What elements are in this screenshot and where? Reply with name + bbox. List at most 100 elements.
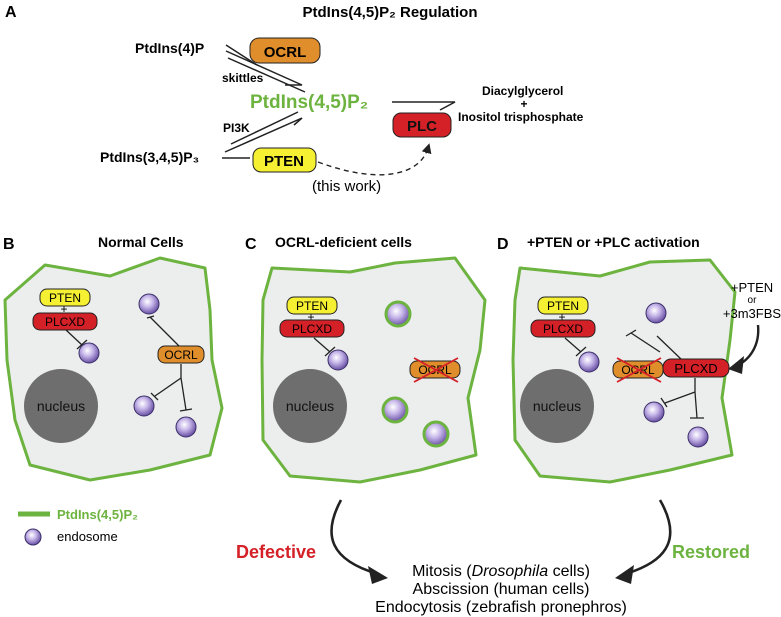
panel-a-title: PtdIns(4,5)P₂ Regulation	[302, 4, 477, 21]
restored-arrowhead	[615, 565, 634, 584]
panel-b-title: Normal Cells	[98, 234, 184, 250]
plcxd-activated-label: PLCXD	[674, 361, 717, 376]
inhibition-line	[65, 329, 88, 350]
plcxd-label: PLCXD	[292, 322, 332, 336]
inhibition-lines	[660, 378, 704, 419]
treatment-3m3fbs: +3m3FBS	[723, 306, 781, 321]
panel-c: C OCRL-deficient cells nucleus PTEN + PL…	[245, 234, 487, 484]
pi3k-harpoon-arrow	[224, 117, 303, 153]
pip2-legend-label: PtdIns(4,5)P₂	[57, 507, 138, 522]
endosome-legend-label: endosome	[57, 529, 118, 544]
ocrl-harpoon-line	[225, 44, 258, 66]
ocrl-box	[249, 37, 321, 64]
this-work-label: (this work)	[312, 178, 381, 195]
endosome	[175, 416, 197, 438]
plus-label: +	[60, 302, 67, 316]
nucleus-label: nucleus	[286, 398, 334, 414]
treatment-arrowhead	[728, 356, 744, 374]
pip2-coated-endosome	[381, 396, 409, 424]
outcome-mitosis: Mitosis (Drosophila cells)	[412, 563, 590, 580]
plus-label: +	[307, 310, 314, 324]
pi3k-harpoon-line	[230, 111, 299, 145]
endosome	[643, 401, 665, 423]
panel-c-title: OCRL-deficient cells	[275, 234, 412, 250]
endosome	[138, 293, 160, 315]
ocrl-box	[157, 345, 205, 364]
endosome-legend-swatch	[24, 528, 42, 546]
nucleus-label: nucleus	[37, 398, 85, 414]
deleted-cross	[413, 357, 459, 383]
plc-label: PLC	[407, 118, 437, 135]
products-diacylglycerol: Diacylglycerol	[482, 84, 563, 98]
restored-label: Restored	[672, 542, 750, 562]
pip2-label: PtdIns(4,5)P₂	[250, 92, 368, 113]
outcome-endocytosis: Endocytosis (zebrafish pronephros)	[375, 599, 627, 616]
panel-d-title: +PTEN or +PLC activation	[527, 234, 700, 250]
ocrl-label: OCRL	[164, 348, 198, 362]
nucleus	[24, 369, 98, 443]
deleted-cross	[616, 357, 662, 383]
products-inositol: Inositol trisphosphate	[458, 110, 584, 124]
pten-box	[286, 296, 338, 315]
panel-d-letter: D	[497, 236, 509, 253]
pten-box	[252, 147, 317, 173]
inhibition-line	[564, 337, 587, 357]
outcome: Defective Restored Mitosis (Drosophila c…	[236, 499, 750, 616]
panel-b: B Normal Cells nucleus PTEN + PLCXD OCRL	[3, 234, 224, 482]
defective-arrow	[330, 499, 379, 576]
panel-c-letter: C	[245, 236, 257, 253]
pi4p-label: PtdIns(4)P	[135, 40, 204, 56]
pten-plc-dashed-arrow	[317, 143, 432, 176]
plcxd-activated-box	[662, 358, 730, 378]
inhibition-lines	[150, 364, 193, 412]
restored-arrow	[624, 499, 672, 576]
pten-box	[537, 296, 589, 315]
plcxd-box	[32, 312, 98, 331]
endosome	[687, 426, 709, 448]
plc-harpoon	[392, 101, 456, 111]
legend: PtdIns(4,5)P₂ endosome	[18, 507, 138, 546]
pi3k-label: PI3K	[223, 121, 250, 135]
pip2-coated-endosome	[422, 420, 450, 448]
plus-label: +	[558, 310, 565, 324]
panel-b-letter: B	[3, 236, 15, 253]
plcxd-label: PLCXD	[45, 315, 85, 329]
inhibition-line	[313, 337, 336, 357]
treatment-or: or	[748, 295, 758, 306]
nucleus	[520, 369, 594, 443]
panel-a-letter: A	[5, 4, 17, 21]
pten-label: PTEN	[296, 299, 328, 313]
ocrl-label: OCRL	[264, 44, 307, 61]
pip3-label: PtdIns(3,4,5)P₃	[100, 149, 199, 165]
pten-label: PTEN	[264, 153, 304, 170]
plc-box	[392, 112, 452, 138]
pten-label: PTEN	[547, 299, 579, 313]
pip2-coated-endosome	[384, 300, 412, 328]
plcxd-box	[279, 319, 345, 338]
panel-a: A PtdIns(4,5)P₂ Regulation PtdIns(4)P OC…	[5, 4, 584, 195]
nucleus-label: nucleus	[533, 398, 581, 414]
defective-arrowhead	[368, 566, 388, 584]
inhibition-line	[146, 315, 182, 349]
plcxd-label: PLCXD	[543, 322, 583, 336]
plcxd-box	[530, 319, 596, 338]
treatment-pten: +PTEN	[731, 280, 773, 295]
products-plus: +	[520, 97, 527, 111]
endosome	[133, 395, 155, 417]
nucleus	[273, 369, 347, 443]
pten-label: PTEN	[49, 291, 81, 305]
skittles-label: skittles	[222, 71, 264, 85]
normal-cell	[3, 256, 224, 482]
endosome	[327, 349, 349, 371]
defective-label: Defective	[236, 542, 316, 562]
endosome	[578, 351, 600, 373]
skittles-harpoon	[227, 57, 306, 93]
outcome-abscission: Abscission (human cells)	[413, 581, 590, 598]
endosome	[78, 342, 100, 364]
inhibition-lines	[625, 329, 683, 361]
panel-d: D +PTEN or +PLC activation nucleus PTEN …	[497, 234, 781, 484]
endosome	[645, 302, 667, 324]
pten-box	[39, 288, 91, 307]
